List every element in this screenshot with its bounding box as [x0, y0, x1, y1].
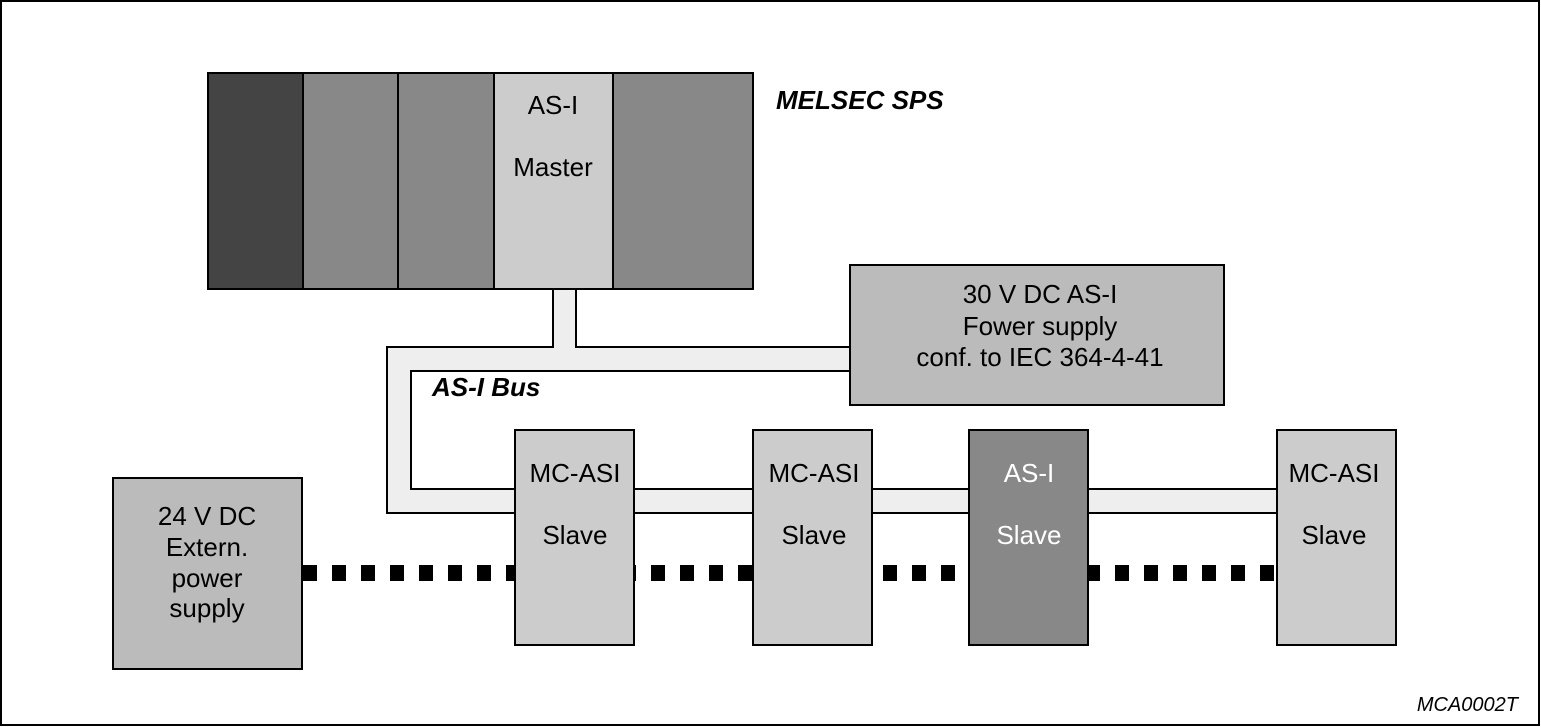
plc-module-5 — [612, 72, 754, 290]
slave-box-4 — [1276, 429, 1397, 646]
as-i-bus-cable — [386, 288, 1278, 514]
bus-label: AS-I Bus — [431, 372, 540, 402]
power-supply-30v-box — [849, 264, 1225, 406]
master-label-1: AS-I — [528, 90, 579, 120]
slave-1-line2: Slave — [542, 520, 607, 550]
master-label-2: Master — [513, 152, 593, 182]
power-supply-24v-line1: 24 V DC — [158, 501, 256, 531]
slave-2-line1: MC-ASI — [769, 458, 860, 488]
figure-ref: MCA0002T — [1417, 694, 1520, 716]
slave-3-line1: AS-I — [1004, 458, 1055, 488]
power-supply-30v-line1: 30 V DC AS-I — [963, 279, 1118, 309]
plc-module-2 — [302, 72, 399, 290]
plc-module-1 — [207, 72, 304, 290]
slave-4-line2: Slave — [1301, 520, 1366, 550]
power-supply-24v-line4: supply — [169, 593, 244, 623]
power-supply-24v-line3: power — [172, 563, 243, 593]
slave-2-line2: Slave — [781, 520, 846, 550]
plc-label: MELSEC SPS — [776, 85, 944, 115]
plc-module-3 — [397, 72, 495, 290]
slave-box-2 — [752, 429, 873, 646]
slave-box-1 — [514, 429, 635, 646]
slave-box-3 — [968, 429, 1089, 646]
plc-rack — [207, 72, 754, 290]
as-i-master-module — [493, 72, 614, 290]
power-supply-24v-box — [112, 477, 303, 670]
slave-4-line1: MC-ASI — [1289, 458, 1380, 488]
slave-1-line1: MC-ASI — [530, 458, 621, 488]
power-supply-30v-line2: Fower supply — [963, 311, 1118, 341]
power-supply-24v-line2: Extern. — [166, 532, 248, 562]
power-supply-30v-line3: conf. to IEC 364-4-41 — [916, 342, 1163, 372]
slave-3-line2: Slave — [996, 520, 1061, 550]
